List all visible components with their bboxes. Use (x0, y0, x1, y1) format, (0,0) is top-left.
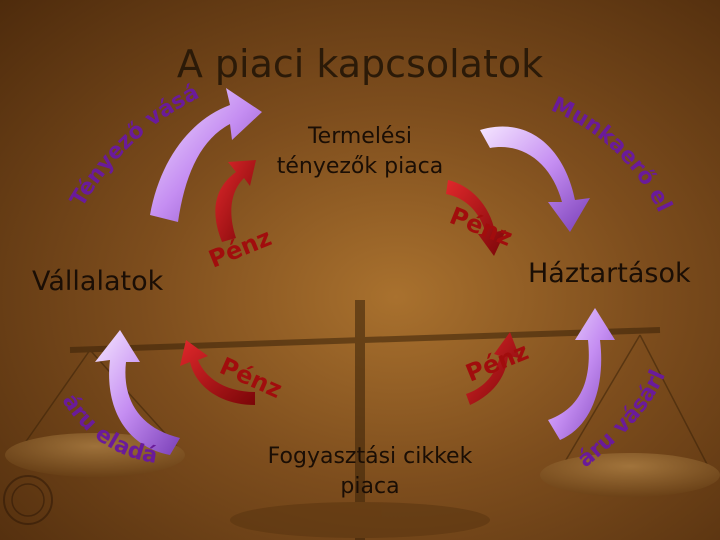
red-arrow-bottom-right (466, 332, 520, 405)
money-label-bottom-left: Pénz (216, 352, 287, 404)
factor-market-line-1: Termelési (307, 124, 413, 149)
purple-arrow-top-right (480, 126, 590, 232)
flow-label-factor-purchase: Tényező vásárlás (0, 0, 203, 211)
red-arrow-top-right (446, 180, 506, 256)
consumer-market-line-2: piaca (340, 474, 400, 499)
factor-market-label: Termelési tényezők piaca (250, 122, 470, 182)
consumer-market-label: Fogyasztási cikkek piaca (240, 442, 500, 502)
factor-market-line-2: tényezők piaca (276, 154, 444, 179)
balance-scale (5, 300, 720, 540)
red-arrow-bottom-left (180, 340, 255, 405)
money-label-top-right: Pénz (446, 202, 517, 252)
households-label: Háztartások (528, 258, 691, 289)
purple-arrow-top-left (150, 88, 262, 222)
firms-label: Vállalatok (32, 266, 164, 297)
money-label-bottom-right: Pénz (462, 337, 533, 387)
svg-text:Tényező vásárlás: Tényező vásárlás (0, 0, 203, 211)
purple-arrow-bottom-left (95, 330, 180, 455)
consumer-market-line-1: Fogyasztási cikkek (267, 444, 473, 469)
money-label-top-left: Pénz (205, 223, 276, 273)
seal-icon (3, 475, 53, 525)
red-arrow-top-left (215, 160, 256, 242)
slide-title: A piaci kapcsolatok (176, 42, 544, 86)
purple-arrow-bottom-right (548, 308, 615, 440)
